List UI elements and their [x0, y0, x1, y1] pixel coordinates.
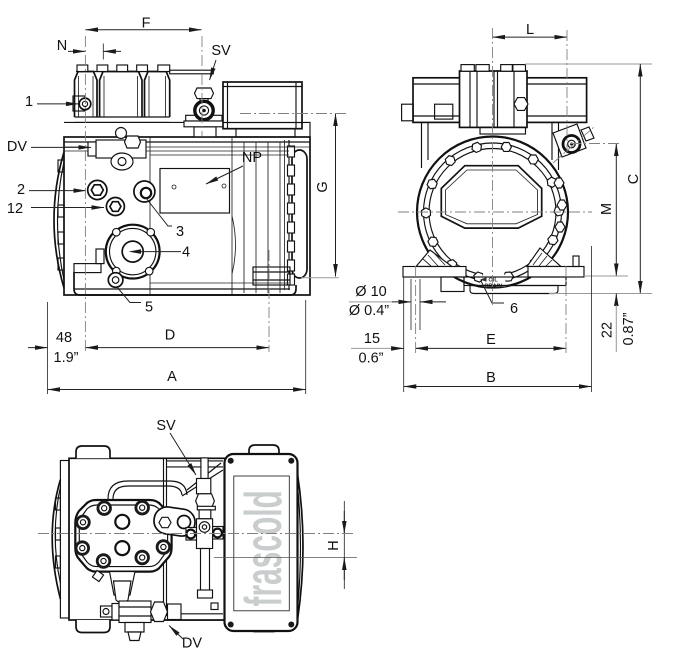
svg-text:1: 1 — [25, 94, 33, 110]
svg-text:SV: SV — [156, 418, 176, 434]
svg-text:A: A — [167, 369, 177, 385]
svg-text:L: L — [526, 22, 534, 38]
svg-text:F: F — [142, 16, 151, 32]
svg-text:2: 2 — [17, 182, 25, 198]
svg-text:6: 6 — [510, 301, 518, 317]
svg-text:NP: NP — [242, 150, 262, 166]
svg-text:1.9”: 1.9” — [54, 350, 79, 366]
svg-text:22: 22 — [600, 322, 616, 338]
svg-text:C: C — [626, 174, 642, 184]
svg-text:12: 12 — [7, 201, 23, 217]
svg-text:frascold: frascold — [234, 490, 292, 606]
svg-text:G: G — [315, 181, 331, 192]
svg-text:D: D — [165, 328, 175, 344]
svg-text:3: 3 — [176, 224, 184, 240]
svg-text:DV: DV — [182, 636, 202, 652]
svg-text:Ø 0.4”: Ø 0.4” — [349, 303, 389, 319]
svg-text:15: 15 — [364, 331, 380, 347]
svg-text:DV: DV — [7, 139, 27, 155]
svg-text:SV: SV — [211, 43, 231, 59]
svg-text:DRAIN: DRAIN — [485, 283, 503, 289]
svg-text:M: M — [599, 203, 615, 215]
svg-text:5: 5 — [145, 300, 153, 316]
svg-text:N: N — [57, 38, 67, 54]
svg-text:0.87”: 0.87” — [621, 312, 637, 345]
svg-text:OIL: OIL — [489, 278, 499, 284]
svg-text:Ø 10: Ø 10 — [355, 284, 386, 300]
svg-text:B: B — [486, 370, 496, 386]
svg-text:4: 4 — [182, 245, 190, 261]
svg-text:48: 48 — [56, 330, 72, 346]
svg-text:E: E — [486, 332, 496, 348]
svg-text:H: H — [326, 540, 342, 550]
svg-text:0.6”: 0.6” — [359, 351, 384, 367]
